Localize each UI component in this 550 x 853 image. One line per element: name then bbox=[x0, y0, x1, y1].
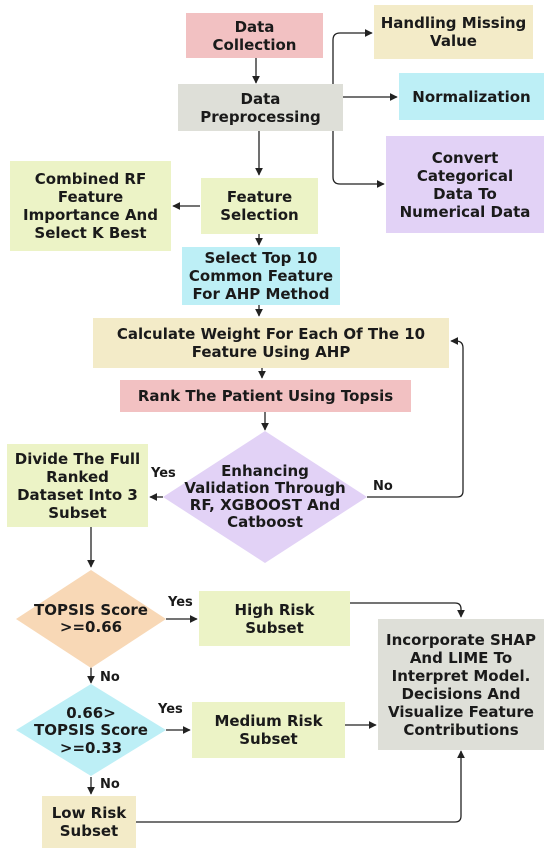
normalization-box: Normalization bbox=[399, 73, 544, 120]
data-preprocessing-box: Data Preprocessing bbox=[178, 84, 343, 131]
topsis-high-diamond bbox=[16, 570, 166, 668]
arrow-high-to-shap bbox=[350, 602, 465, 618]
arrow-low-to-shap bbox=[136, 750, 465, 823]
edge-label-no-medium: No bbox=[100, 777, 120, 792]
incorporate-shap-box: Incorporate SHAP And LIME To Interpret M… bbox=[378, 619, 544, 750]
low-risk-box: Low Risk Subset bbox=[42, 796, 136, 848]
convert-categorical-box: Convert Categorical Data To Numerical Da… bbox=[386, 136, 544, 233]
validation-diamond-label: Enhancing Validation Through RF, XGBOOST… bbox=[184, 461, 346, 532]
arrow-preprocessing-to-convert bbox=[332, 130, 385, 188]
divide-dataset-box: Divide The Full Ranked Dataset Into 3 Su… bbox=[7, 444, 148, 527]
validation-diamond bbox=[163, 431, 367, 563]
edge-label-yes-high: Yes bbox=[168, 595, 193, 610]
medium-risk-box: Medium Risk Subset bbox=[192, 702, 345, 758]
handling-missing-box: Handling Missing Value bbox=[374, 5, 533, 59]
edge-label-no-validation: No bbox=[373, 479, 393, 494]
arrow-preprocessing-to-missing bbox=[332, 29, 373, 94]
edge-label-yes-validation: Yes bbox=[151, 466, 176, 481]
topsis-medium-diamond bbox=[16, 684, 166, 776]
arrow-validation-no-loop bbox=[367, 337, 464, 498]
feature-selection-box: Feature Selection bbox=[201, 178, 318, 234]
calculate-weight-box: Calculate Weight For Each Of The 10 Feat… bbox=[93, 318, 449, 368]
rank-patient-box: Rank The Patient Using Topsis bbox=[120, 380, 411, 412]
edge-label-yes-medium: Yes bbox=[158, 702, 183, 717]
topsis-high-label: TOPSIS Score >=0.66 bbox=[34, 600, 148, 636]
select-top10-box: Select Top 10 Common Feature For AHP Met… bbox=[182, 247, 340, 305]
edge-label-no-high: No bbox=[100, 670, 120, 685]
data-collection-box: Data Collection bbox=[186, 13, 323, 58]
topsis-medium-label: 0.66> TOPSIS Score >=0.33 bbox=[34, 704, 148, 757]
combined-rf-box: Combined RF Feature Importance And Selec… bbox=[10, 161, 171, 251]
high-risk-box: High Risk Subset bbox=[199, 591, 350, 646]
